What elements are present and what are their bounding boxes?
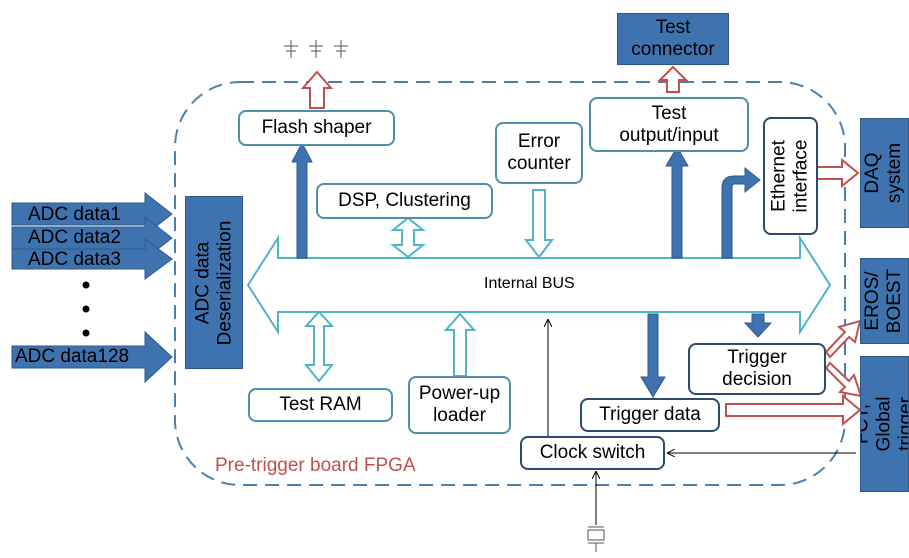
trigger-decision-block: Trigger decision bbox=[688, 343, 826, 395]
adc-input-label-2: ADC data2 bbox=[28, 227, 121, 248]
clock-switch-block: Clock switch bbox=[520, 436, 665, 470]
fpga-boundary bbox=[174, 81, 846, 486]
flash-shaper-block: Flash shaper bbox=[238, 110, 395, 146]
ellipsis-dot bbox=[82, 281, 90, 289]
eros-red-arrow bbox=[824, 319, 862, 359]
ellipsis-dot bbox=[82, 329, 90, 337]
flash-shaper-up-arrow bbox=[291, 141, 313, 259]
test-ram-block: Test RAM bbox=[248, 388, 393, 422]
adc-input-label-1: ADC data1 bbox=[28, 204, 121, 225]
trigger-decision-down-arrow bbox=[743, 313, 773, 338]
crystal-icon bbox=[587, 526, 605, 552]
ethernet-bent-arrow bbox=[721, 166, 761, 259]
adc-arrow-128 bbox=[11, 330, 173, 384]
test-connector-red-arrow bbox=[657, 65, 689, 93]
adc-input-label-128: ADC data128 bbox=[15, 346, 130, 367]
flash-shaper-red-arrow bbox=[300, 70, 334, 109]
fct-label: FCT, Global trigger bbox=[860, 396, 909, 452]
power-up-block: Power-up loader bbox=[408, 376, 511, 434]
dsp-block: DSP, Clustering bbox=[316, 183, 493, 219]
ellipsis-dot bbox=[82, 305, 90, 313]
error-counter-block: Error counter bbox=[495, 122, 583, 184]
test-io-block: Test output/input bbox=[589, 97, 749, 152]
daq-label: DAQ system bbox=[862, 142, 906, 204]
adc-arrow-3 bbox=[11, 238, 173, 280]
trigger-data-block: Trigger data bbox=[580, 398, 720, 432]
deserialization-block: ADC data Deserialization bbox=[185, 196, 243, 369]
test-io-up-arrow bbox=[665, 146, 689, 259]
trigger-data-down-arrow bbox=[640, 313, 666, 398]
test-ram-bus-arrow bbox=[303, 310, 335, 383]
daq-block: DAQ system bbox=[860, 118, 909, 228]
power-up-arrow bbox=[443, 312, 477, 377]
output-terminals-icon bbox=[284, 40, 348, 58]
internal-bus-label: Internal BUS bbox=[484, 275, 575, 292]
test-connector-block: Test connector bbox=[617, 13, 729, 65]
fct-block: FCT, Global trigger bbox=[860, 356, 909, 492]
fct-decision-red-arrow bbox=[824, 361, 863, 398]
dsp-bus-arrow bbox=[390, 216, 426, 259]
internal-bus-arrow bbox=[246, 234, 832, 336]
adc-arrow-1 bbox=[11, 191, 173, 237]
ethernet-block: Ethernet interface bbox=[763, 117, 818, 235]
eros-label: EROS/ BOEST bbox=[862, 268, 906, 334]
fct-red-arrow bbox=[725, 393, 862, 427]
error-counter-down-arrow bbox=[523, 189, 555, 259]
fpga-label: Pre-trigger board FPGA bbox=[215, 455, 416, 476]
deserialization-label: ADC data Deserialization bbox=[192, 220, 235, 345]
daq-red-arrow bbox=[814, 157, 860, 189]
adc-input-label-3: ADC data3 bbox=[28, 249, 121, 270]
ethernet-label: Ethernet interface bbox=[768, 139, 812, 213]
eros-block: EROS/ BOEST bbox=[860, 258, 909, 344]
